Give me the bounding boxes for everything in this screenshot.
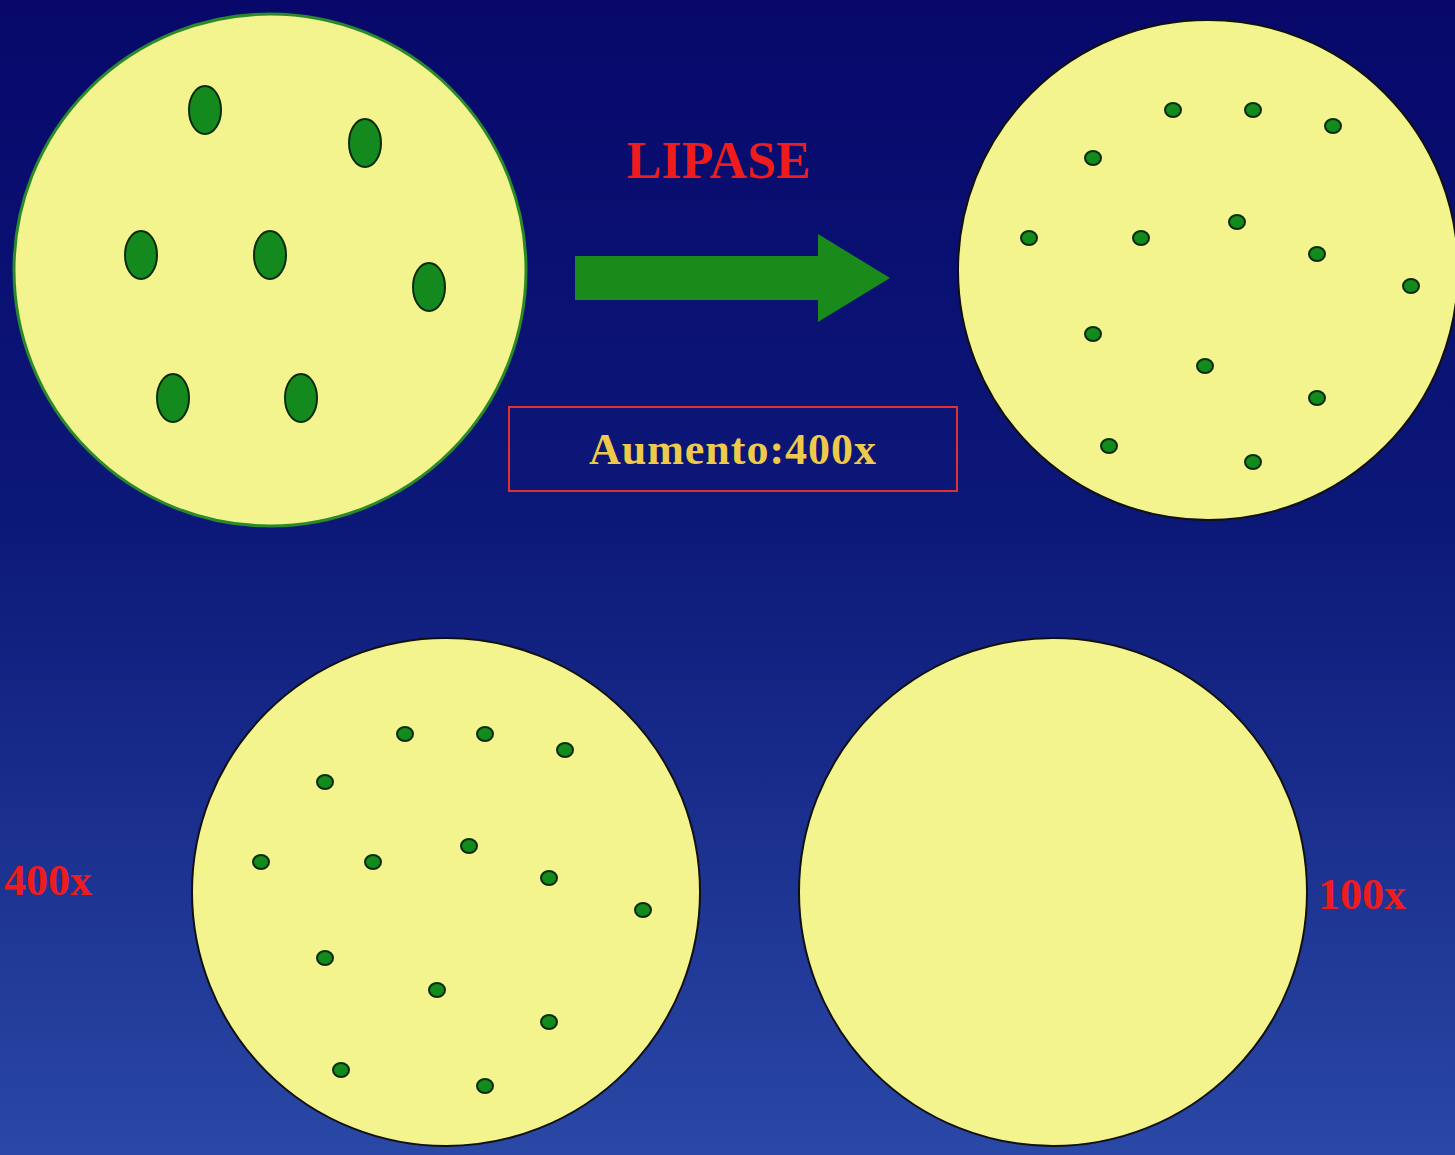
small-droplet — [477, 1079, 493, 1093]
microscope-field — [958, 20, 1455, 520]
small-droplet — [1403, 279, 1419, 293]
large-droplet — [125, 231, 157, 279]
small-droplet — [1133, 231, 1149, 245]
small-droplet — [1165, 103, 1181, 117]
small-droplet — [317, 951, 333, 965]
small-droplet — [1245, 103, 1261, 117]
microscope-field — [14, 14, 526, 526]
large-droplet — [189, 86, 221, 134]
small-droplet — [461, 839, 477, 853]
large-droplet — [349, 119, 381, 167]
small-droplet — [1309, 247, 1325, 261]
field-after — [958, 20, 1455, 520]
small-droplet — [365, 855, 381, 869]
small-droplet — [253, 855, 269, 869]
small-droplet — [1309, 391, 1325, 405]
small-droplet — [1245, 455, 1261, 469]
small-droplet — [1325, 119, 1341, 133]
small-droplet — [541, 1015, 557, 1029]
small-droplet — [1085, 151, 1101, 165]
small-droplet — [397, 727, 413, 741]
large-droplet — [413, 263, 445, 311]
small-droplet — [1229, 215, 1245, 229]
field-before — [14, 14, 526, 526]
magnification-box: Aumento:400x — [508, 406, 958, 492]
magnification-text: Aumento:400x — [589, 424, 877, 475]
small-droplet — [557, 743, 573, 757]
field-100x — [799, 638, 1307, 1146]
small-droplet — [333, 1063, 349, 1077]
large-droplet — [254, 231, 286, 279]
magnification-label: 400x — [4, 855, 92, 906]
small-droplet — [477, 727, 493, 741]
small-droplet — [1085, 327, 1101, 341]
small-droplet — [635, 903, 651, 917]
microscope-field — [799, 638, 1307, 1146]
small-droplet — [317, 775, 333, 789]
field-400x — [192, 638, 700, 1146]
microscope-field — [192, 638, 700, 1146]
process-arrow — [575, 234, 890, 322]
large-droplet — [157, 374, 189, 422]
small-droplet — [1197, 359, 1213, 373]
small-droplet — [1021, 231, 1037, 245]
small-droplet — [1101, 439, 1117, 453]
fat-droplets — [125, 86, 1419, 1093]
magnification-label: 100x — [1318, 869, 1406, 920]
large-droplet — [285, 374, 317, 422]
enzyme-label: LIPASE — [627, 131, 811, 190]
small-droplet — [541, 871, 557, 885]
small-droplet — [429, 983, 445, 997]
